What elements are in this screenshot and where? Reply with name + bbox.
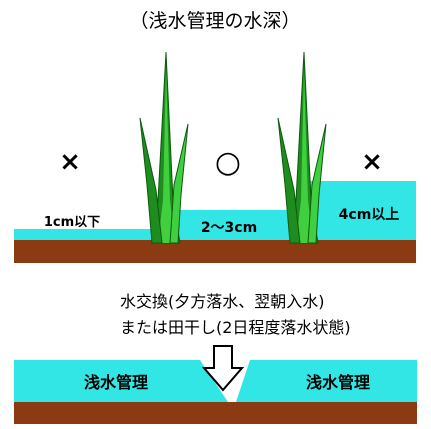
- water-level-2-3cm: [164, 210, 304, 240]
- soil-layer-bottom: [14, 402, 417, 424]
- mark-bad-right: ×: [361, 147, 383, 177]
- label-shallow-right: 浅水管理: [306, 373, 370, 392]
- rice-plant-icon: [139, 51, 189, 244]
- water-exchange-line-2: または田干し(2日程度落水状態): [120, 318, 351, 337]
- bottom-panel: 水交換(夕方落水、翌朝入水) または田干し(2日程度落水状態) 浅水管理 浅水管…: [14, 292, 417, 424]
- water-level-1cm: [14, 229, 164, 240]
- water-band-left: [14, 360, 228, 402]
- mark-good: ○: [215, 145, 241, 180]
- label-2-3cm: 2～3cm: [201, 220, 257, 236]
- label-shallow-left: 浅水管理: [84, 373, 148, 392]
- top-panel: × ○ × 1cm以下 2～3cm 4cm以上: [14, 51, 416, 263]
- mark-bad-left: ×: [59, 147, 81, 177]
- water-exchange-line-1: 水交換(夕方落水、翌朝入水): [120, 292, 325, 311]
- water-band-right: [236, 360, 417, 402]
- label-1cm: 1cm以下: [44, 215, 100, 230]
- water-level-4cm: [304, 181, 416, 240]
- diagram-title: （浅水管理の水深）: [129, 10, 300, 32]
- rice-plant-icon: [277, 51, 327, 244]
- down-arrow-icon: [201, 345, 245, 392]
- label-4cm: 4cm以上: [339, 207, 400, 223]
- soil-layer-top: [14, 240, 416, 263]
